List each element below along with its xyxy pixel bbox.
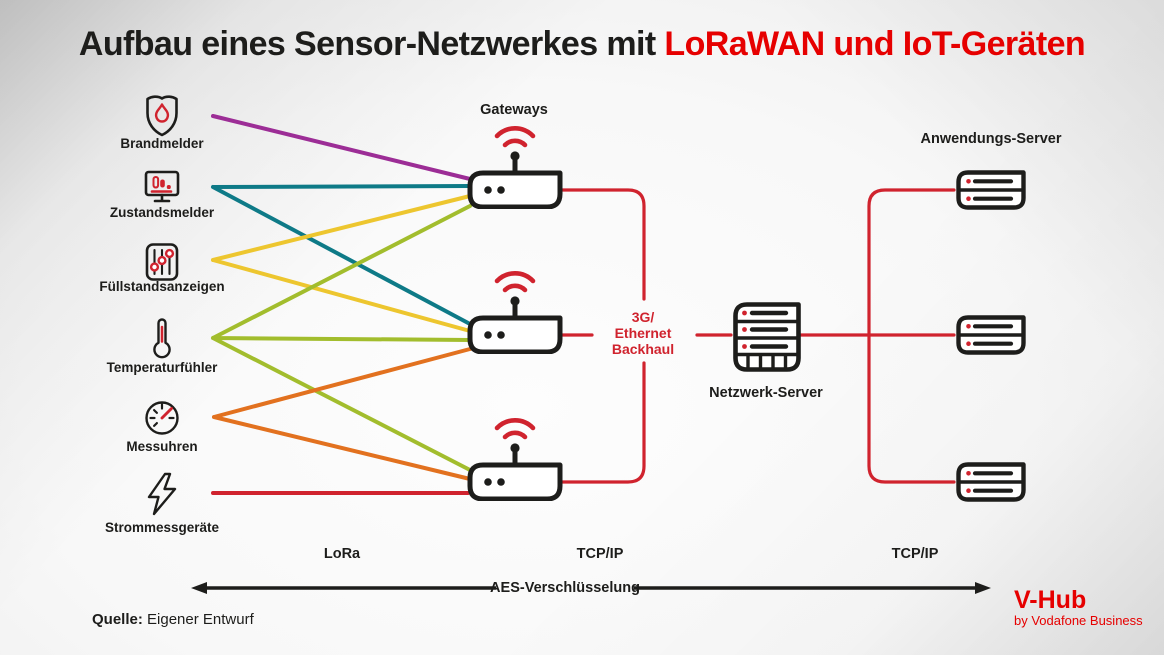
sensor-label-temperaturfuehler: Temperaturfühler — [106, 360, 218, 375]
connection-brandmelder — [211, 114, 472, 181]
server-rack-icon — [733, 302, 801, 372]
appserver-right-lines — [799, 188, 956, 484]
connection-messuhren — [212, 347, 472, 481]
protocol-label-tcpip-right: TCP/IP — [891, 546, 939, 562]
vhub-tagline: by Vodafone Business — [1014, 613, 1143, 628]
title-highlight: LoRaWAN und IoT-Geräten — [664, 25, 1086, 63]
server-icon — [956, 170, 1026, 210]
gauge-icon — [145, 401, 179, 435]
backhaul-left-lines — [555, 188, 733, 484]
gateways-label: Gateways — [480, 102, 548, 118]
sensor-label-brandmelder: Brandmelder — [120, 136, 204, 151]
source-prefix: Quelle: — [92, 611, 143, 628]
source-note: Quelle: Eigener Entwurf — [92, 611, 254, 628]
sliders-icon — [145, 243, 179, 281]
sensor-label-messuhren: Messuhren — [126, 439, 198, 454]
sensor-label-zustandsmelder: Zustandsmelder — [109, 205, 215, 220]
monitor-chart-icon — [144, 170, 180, 203]
source-text: Eigener Entwurf — [142, 611, 254, 628]
protocol-label-tcpip-left: TCP/IP — [576, 546, 624, 562]
wifi-router-icon — [467, 418, 563, 501]
application-server-label: Anwendungs-Server — [920, 131, 1062, 147]
sensor-label-strommessgeraete: Strommessgeräte — [104, 520, 220, 535]
network-server-label: Netzwerk-Server — [709, 385, 823, 401]
connection-zustandsmelder — [211, 184, 472, 326]
protocol-label-lora: LoRa — [323, 546, 361, 562]
aes-arrowhead-left — [191, 582, 207, 594]
connection-temperaturfuehler — [211, 204, 472, 472]
backhaul-label: 3G/ Ethernet Backhaul — [611, 309, 675, 357]
thermometer-icon — [153, 318, 171, 359]
aes-arrowhead-right — [975, 582, 991, 594]
server-icon — [956, 462, 1026, 502]
wifi-router-icon — [467, 126, 563, 209]
title-prefix: Aufbau eines Sensor-Netzwerkes mit — [78, 25, 665, 63]
server-icon — [956, 315, 1026, 355]
vhub-logo-text: V-Hub — [1014, 586, 1087, 614]
shield-flame-icon — [146, 95, 178, 137]
sensor-label-fuellstandsanzeigen: Füllstandsanzeigen — [99, 279, 225, 294]
vhub-branding: V-Hub by Vodafone Business — [1014, 587, 1143, 629]
lightning-icon — [147, 472, 177, 516]
encryption-label: AES-Verschlüsselung — [490, 580, 640, 596]
page-title: Aufbau eines Sensor-Netzwerkes mit LoRaW… — [0, 25, 1164, 64]
wifi-router-icon — [467, 271, 563, 354]
connection-fuellstandsanzeigen — [211, 194, 472, 333]
